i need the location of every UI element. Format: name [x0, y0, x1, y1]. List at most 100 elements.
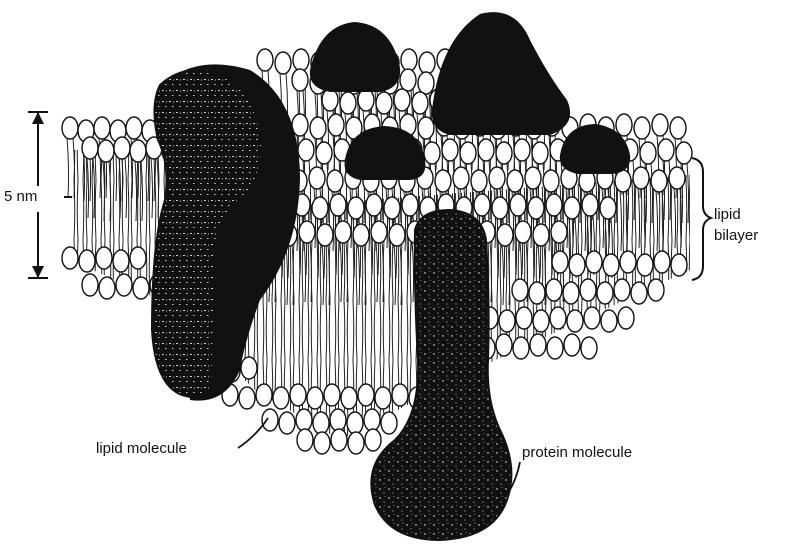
lipid-head — [353, 224, 369, 246]
lipid-head — [126, 117, 142, 139]
lipid-tail — [67, 138, 69, 198]
lipid-head — [512, 279, 528, 301]
lipid-head — [564, 197, 580, 219]
lipid-head — [256, 384, 272, 406]
lipid-head — [392, 384, 408, 406]
lipid-head — [533, 224, 549, 246]
lipid-head — [514, 139, 530, 161]
lipid-head — [389, 224, 405, 246]
lipid-head — [601, 310, 617, 332]
lipid-head — [563, 282, 579, 304]
lipid-head — [317, 224, 333, 246]
bilayer-brace — [692, 158, 711, 280]
lipid-head — [130, 140, 146, 162]
lipid-head — [330, 194, 346, 216]
lipid-head — [412, 92, 428, 114]
lipid-head — [600, 197, 616, 219]
lipid-head — [328, 114, 344, 136]
lipid-head — [366, 194, 382, 216]
lipid-head — [130, 247, 146, 269]
lipid-head — [515, 221, 531, 243]
lipid-head — [513, 337, 529, 359]
lipid-head — [582, 194, 598, 216]
lipid-head — [82, 274, 98, 296]
lipid-head — [670, 117, 686, 139]
protein-top-right — [432, 12, 570, 135]
lipid-head — [335, 221, 351, 243]
lipid-head — [658, 139, 674, 161]
lipid-head — [546, 279, 562, 301]
lipid-head — [381, 412, 397, 434]
lipid-head — [375, 387, 391, 409]
lipid-head — [418, 117, 434, 139]
lipid-head — [586, 251, 602, 273]
lipid-head — [402, 194, 418, 216]
lipid-head — [347, 412, 363, 434]
lipid-head — [296, 409, 312, 431]
lipid-head — [460, 142, 476, 164]
lipid-head — [654, 251, 670, 273]
lipid-head — [550, 307, 566, 329]
lipid-head — [546, 194, 562, 216]
lipid-head — [341, 387, 357, 409]
lipid-head — [365, 429, 381, 451]
lipid-head — [262, 409, 278, 431]
lipid-head — [616, 114, 632, 136]
lipid-head — [241, 357, 257, 379]
lipid-head — [478, 139, 494, 161]
lipid-head — [584, 307, 600, 329]
lipid-head — [257, 49, 273, 71]
lipid-head — [634, 117, 650, 139]
lipid-head — [116, 274, 132, 296]
lipid-head — [580, 279, 596, 301]
lipid-head — [530, 334, 546, 356]
lipid-head — [384, 197, 400, 219]
lipid-head — [292, 69, 308, 91]
lipid-head — [597, 282, 613, 304]
lipid-head — [99, 277, 115, 299]
lipid-head — [453, 167, 469, 189]
lipid-head — [669, 167, 685, 189]
lipid-head — [358, 384, 374, 406]
lipid-head — [310, 117, 326, 139]
lipid-head — [62, 247, 78, 269]
lipid-head — [293, 49, 309, 71]
lipid-head — [275, 52, 291, 74]
lipid-bilayer-label-line2: bilayer — [714, 227, 758, 245]
lipid-head — [239, 387, 255, 409]
lipid-head — [114, 137, 130, 159]
lipid-head — [79, 250, 95, 272]
lipid-head — [640, 142, 656, 164]
lipid-head — [615, 170, 631, 192]
lipid-head — [358, 89, 374, 111]
lipid-head — [581, 337, 597, 359]
lipid-head — [528, 197, 544, 219]
lipid-head — [94, 117, 110, 139]
lipid-head — [400, 69, 416, 91]
lipid-head — [290, 384, 306, 406]
lipid-head — [496, 334, 512, 356]
lipid-head — [631, 282, 647, 304]
lipid-head — [364, 409, 380, 431]
lipid-head — [603, 254, 619, 276]
lipid-head — [510, 194, 526, 216]
lipid-head — [567, 310, 583, 332]
scale-label: 5 nm — [4, 188, 37, 206]
lipid-head — [273, 387, 289, 409]
lipid-head — [471, 170, 487, 192]
lipid-head — [348, 197, 364, 219]
lipid-head — [312, 197, 328, 219]
lipid-head — [552, 251, 568, 273]
lipid-head — [499, 310, 515, 332]
lipid-head — [394, 89, 410, 111]
lipid-head — [618, 307, 634, 329]
lipid-head — [96, 247, 112, 269]
lipid-head — [474, 194, 490, 216]
lipid-head — [614, 279, 630, 301]
lipid-head — [496, 142, 512, 164]
lipid-head — [652, 114, 668, 136]
lipid-head — [569, 254, 585, 276]
lipid-head — [113, 250, 129, 272]
lipid-head — [98, 140, 114, 162]
